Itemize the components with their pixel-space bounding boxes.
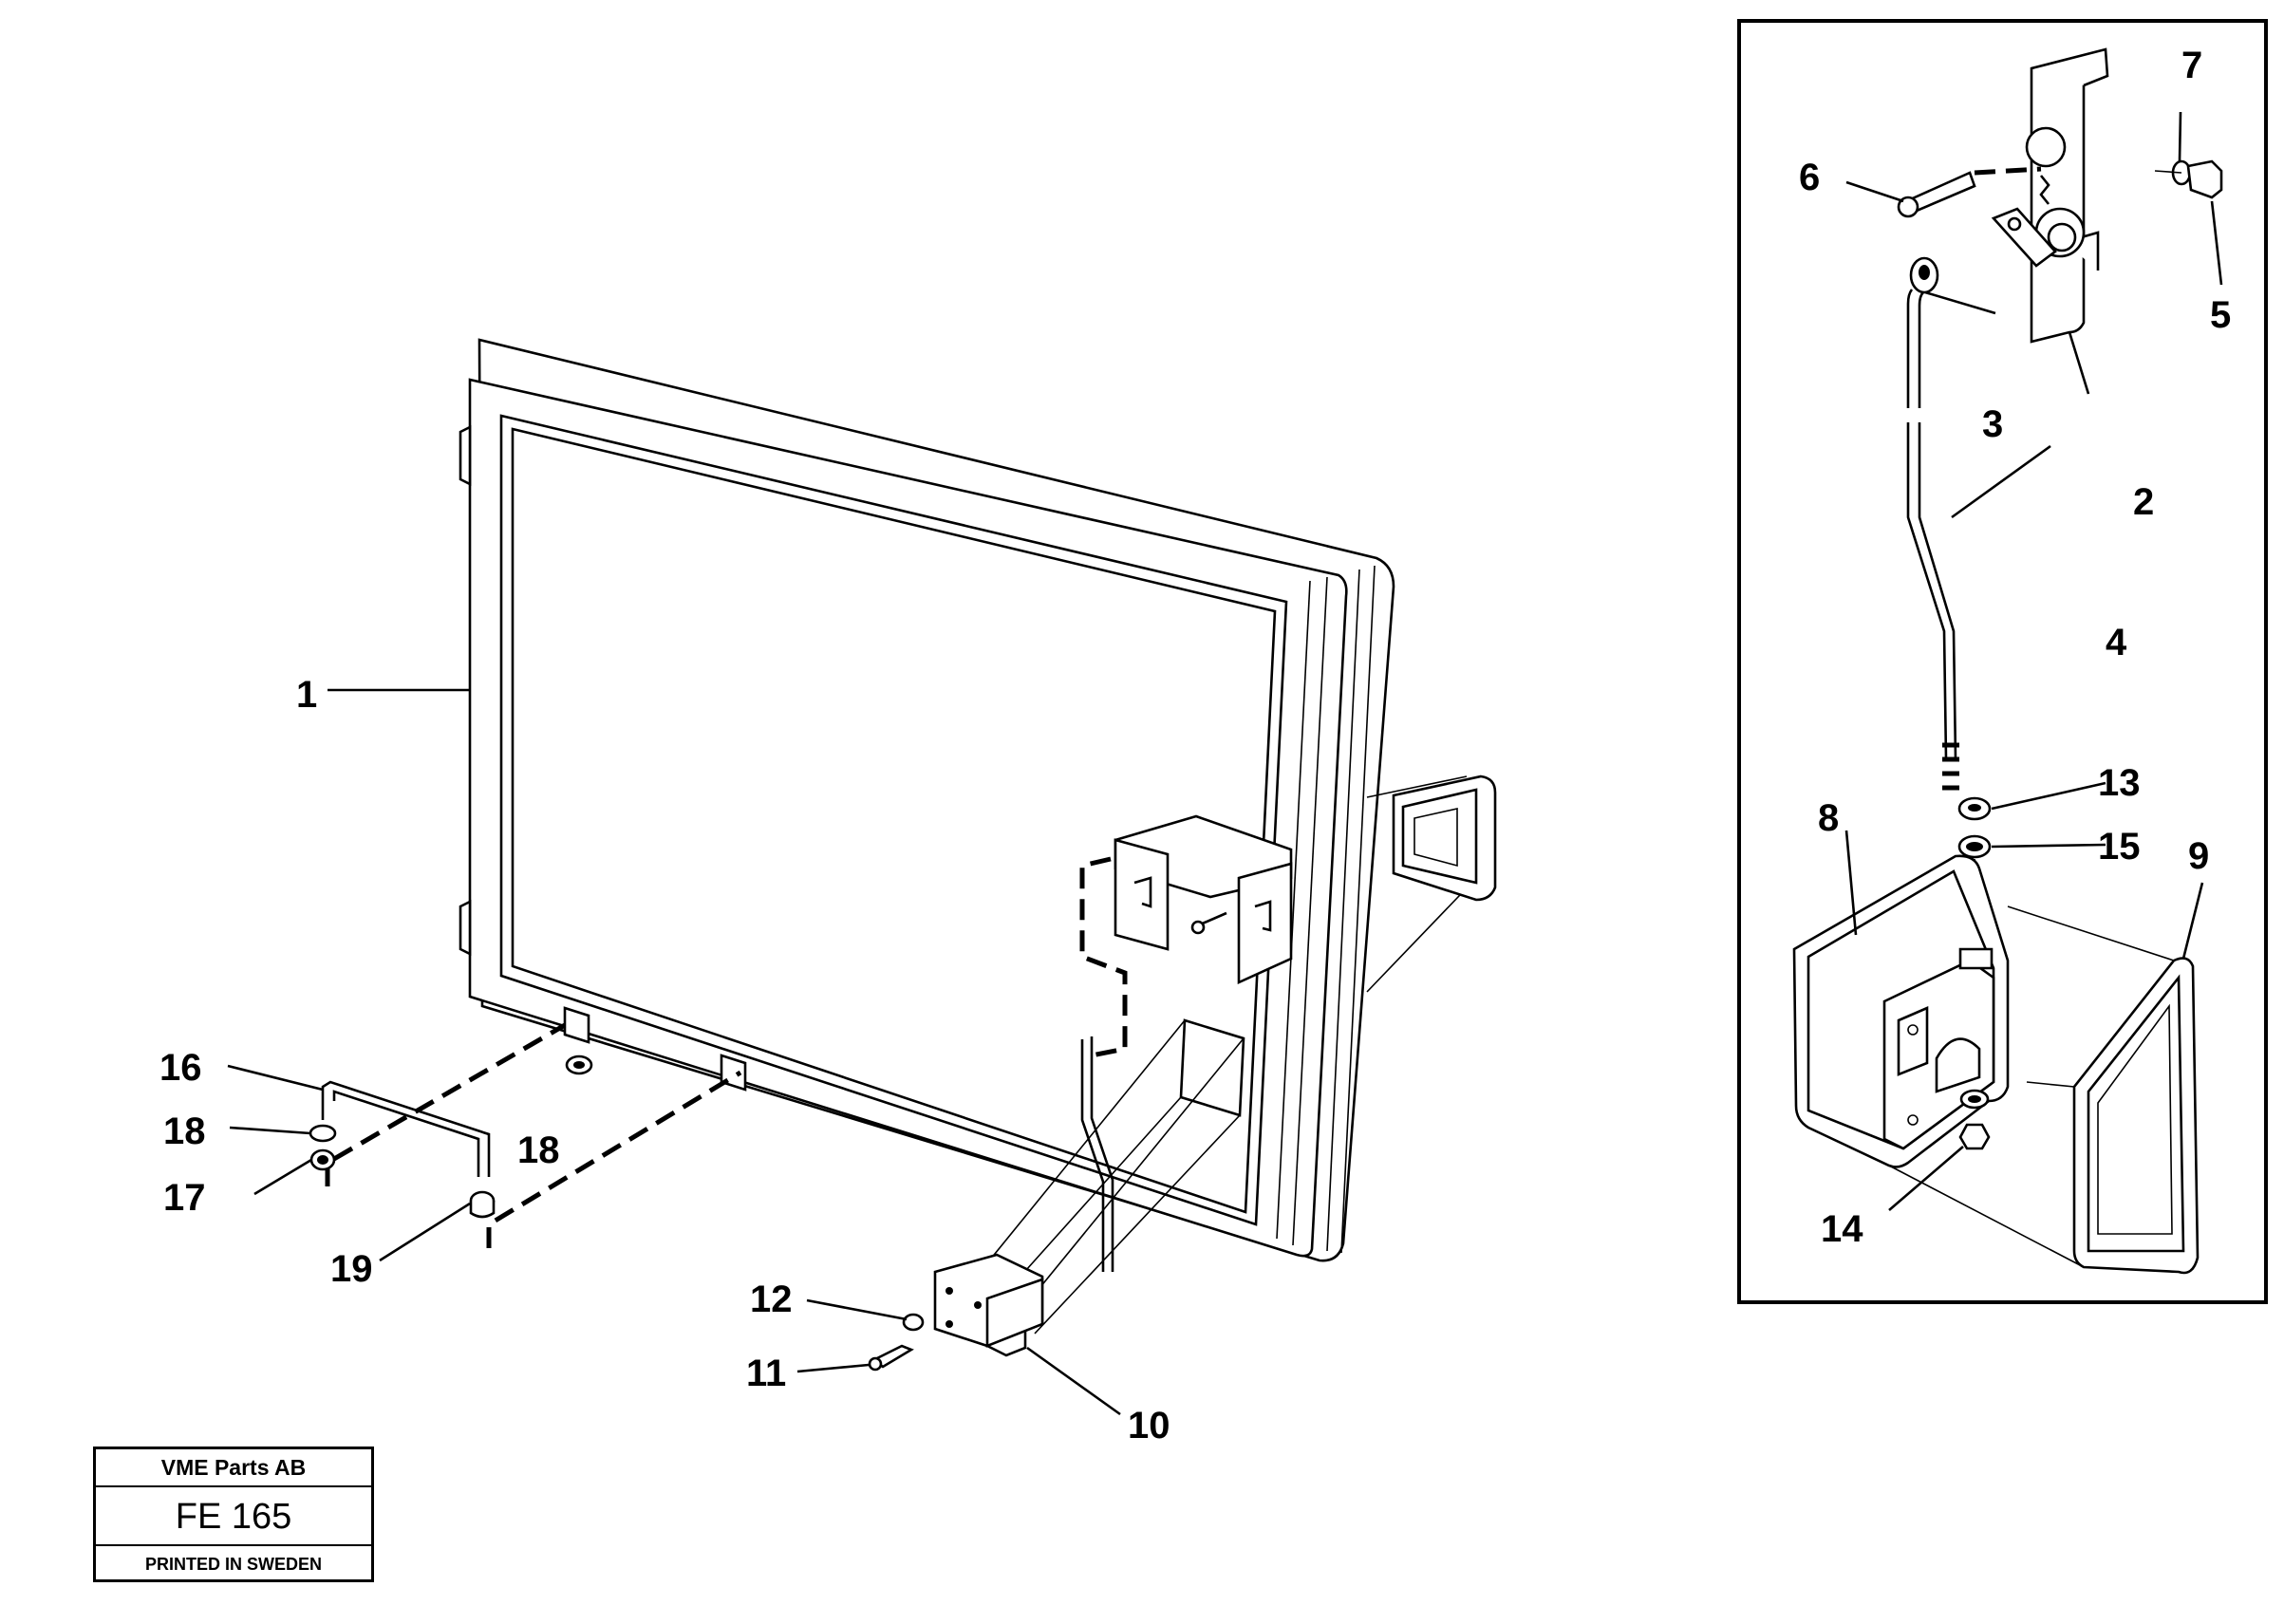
callout-10: 10 [1128,1405,1170,1447]
callout-1: 1 [296,674,317,716]
company-name: VME Parts AB [96,1449,371,1487]
bottom-bracket-assembly [868,1253,1044,1372]
callout-11: 11 [746,1353,786,1394]
door-frame-assembly [459,338,1497,1335]
callout-17: 17 [163,1177,206,1219]
callout-7: 7 [2181,45,2202,86]
callout-9: 9 [2188,835,2209,877]
leader-lines [227,111,2223,1416]
callout-13: 13 [2098,762,2141,804]
title-block: VME Parts AB FE 165 PRINTED IN SWEDEN [93,1447,374,1582]
callout-15: 15 [2098,826,2141,868]
callout-2: 2 [2133,481,2154,523]
callout-8: 8 [1818,797,1839,839]
callout-5: 5 [2210,294,2231,336]
callout-12: 12 [750,1279,793,1320]
inset-detail [1737,19,2268,1304]
callout-16: 16 [159,1047,202,1089]
callout-4: 4 [2106,622,2127,663]
callout-19: 19 [330,1248,373,1290]
printed-note: PRINTED IN SWEDEN [144,1555,322,1574]
callout-labels: 1 2 3 4 5 6 7 8 9 10 11 12 13 14 15 16 1… [159,45,2231,1447]
callout-3: 3 [1982,403,2003,445]
callout-6: 6 [1799,157,1820,198]
callout-18-left: 18 [163,1111,206,1152]
callout-18-center: 18 [517,1129,560,1171]
callout-14: 14 [1821,1208,1863,1250]
figure-code: FE 165 [96,1487,371,1546]
